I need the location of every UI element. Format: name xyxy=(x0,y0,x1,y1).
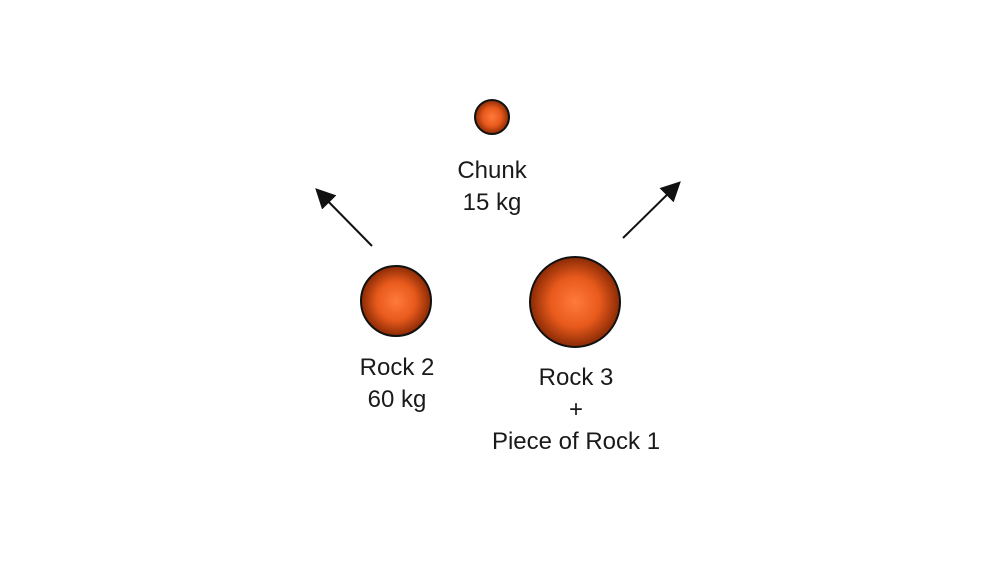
chunk-label: Chunk 15 kg xyxy=(457,155,526,219)
rock3-velocity-arrow xyxy=(622,181,681,239)
rock2-name: Rock 2 xyxy=(359,354,435,381)
rock3-name: Rock 3 xyxy=(538,364,614,391)
chunk-name: Chunk xyxy=(457,157,527,184)
rock3-plus: + xyxy=(568,396,583,423)
rock2-label: Rock 2 60 kg xyxy=(360,352,435,416)
chunk-sphere xyxy=(474,99,510,135)
rock3-sphere xyxy=(529,256,621,348)
rock2-velocity-arrow xyxy=(315,188,373,247)
chunk-mass: 15 kg xyxy=(462,189,522,216)
rock2-sphere xyxy=(360,265,432,337)
rock3-label: Rock 3 + Piece of Rock 1 xyxy=(492,362,660,458)
rock3-extra: Piece of Rock 1 xyxy=(491,428,661,455)
rock2-mass: 60 kg xyxy=(367,386,427,413)
